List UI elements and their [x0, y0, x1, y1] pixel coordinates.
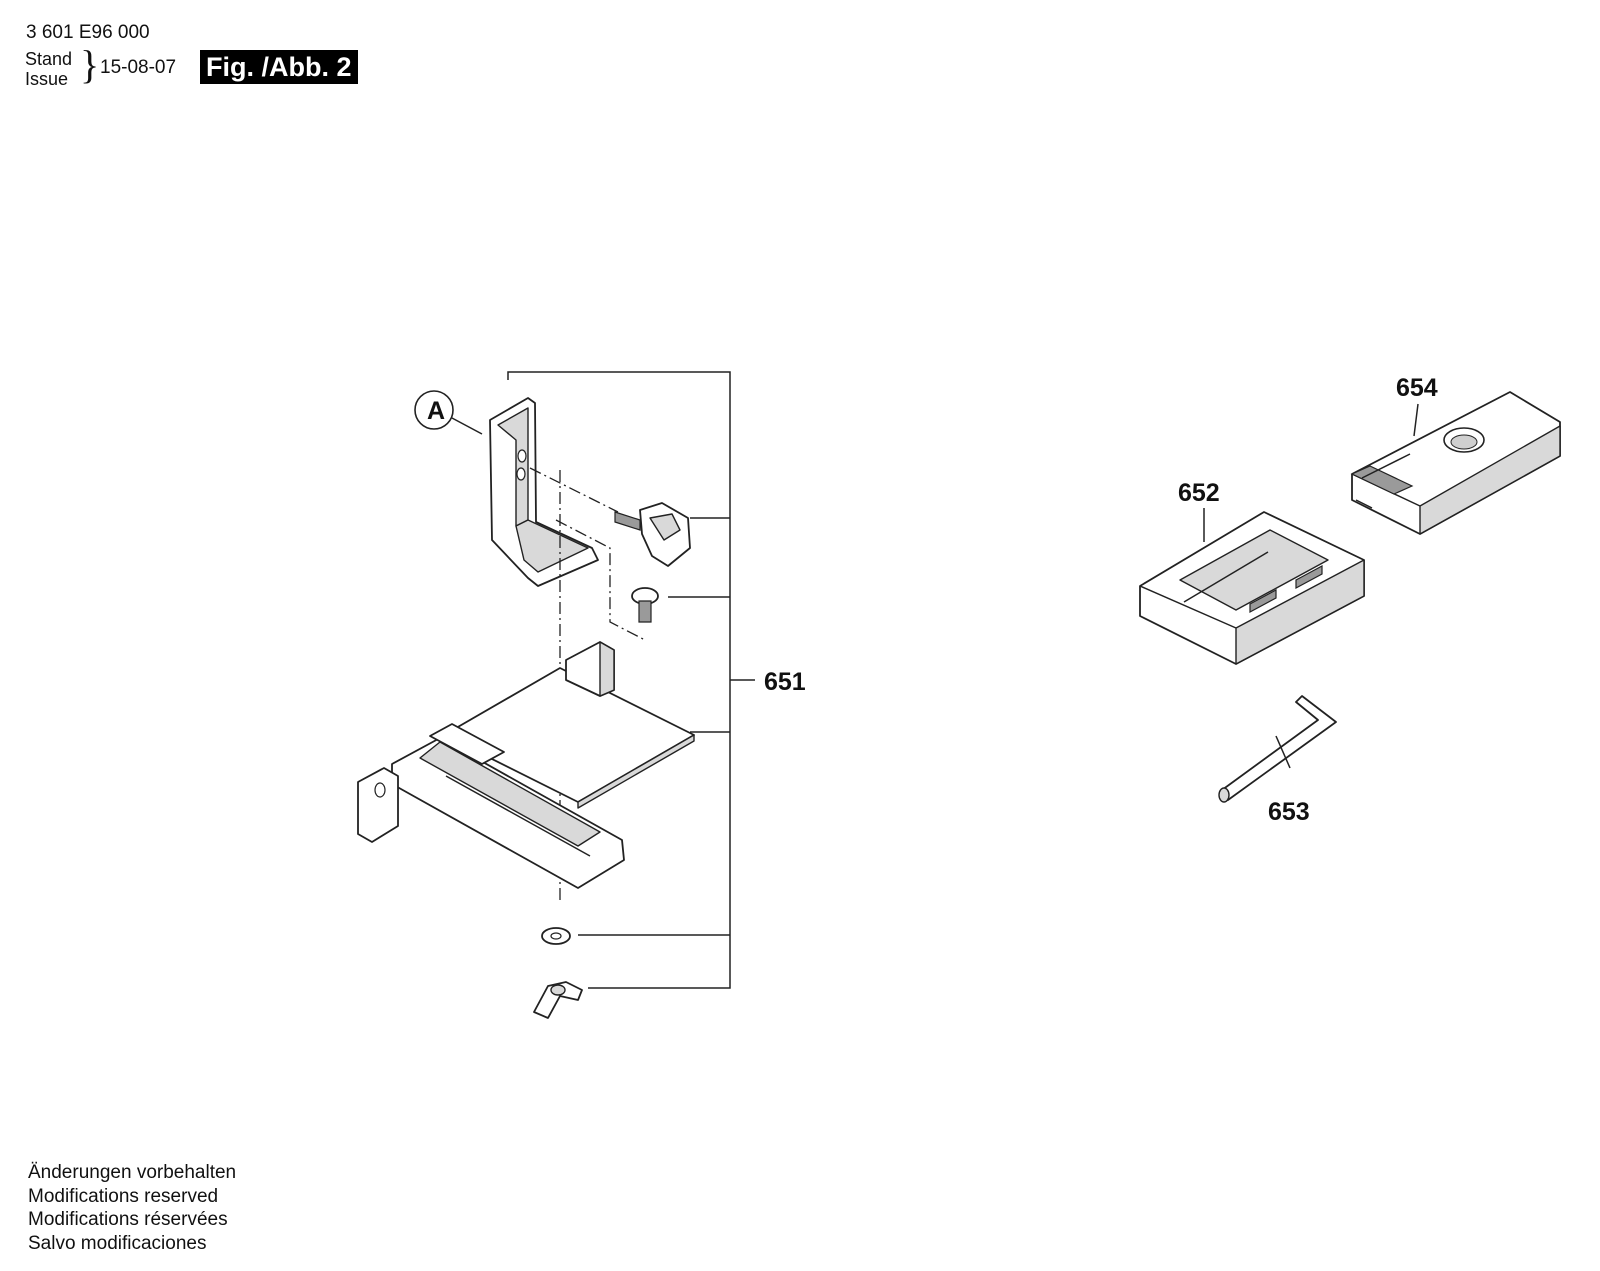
figure-label: Fig. /Abb. 2	[200, 50, 358, 84]
notice-english: Modifications reserved	[28, 1185, 219, 1207]
issue-date: 15-08-07	[100, 57, 177, 78]
modifications-notice: Änderungen vorbehalten Modifications res…	[28, 1161, 236, 1255]
notice-spanish: Salvo modificaciones	[28, 1232, 207, 1254]
leader-lines	[1203, 403, 1419, 769]
carriage-bolt	[631, 587, 659, 623]
part-number-654: 654	[1396, 374, 1438, 402]
part-654-case-lid	[1350, 391, 1561, 535]
wing-screw-upper	[614, 502, 691, 567]
part-number-652: 652	[1178, 479, 1220, 507]
notice-french: Modifications réservées	[28, 1209, 228, 1230]
washer	[541, 927, 571, 945]
part-number-651: 651	[764, 668, 806, 696]
part-653-hex-key	[1218, 695, 1337, 803]
brace-symbol: }	[80, 42, 100, 87]
stand-issue-labels: Stand Issue	[25, 49, 72, 89]
issue-label: Issue	[25, 69, 69, 89]
document-code: 3 601 E96 000	[26, 22, 150, 43]
part-number-653: 653	[1268, 798, 1310, 826]
part-652-tray	[1139, 511, 1365, 665]
base-plate	[357, 641, 695, 889]
stand-label: Stand	[25, 49, 73, 69]
detail-marker-a-label: A	[427, 397, 445, 425]
angle-bracket	[489, 397, 646, 641]
detail-marker-a	[414, 390, 483, 435]
wing-nut	[533, 981, 583, 1019]
notice-german: Änderungen vorbehalten	[28, 1162, 237, 1183]
assembly-651-bracket	[507, 371, 755, 989]
